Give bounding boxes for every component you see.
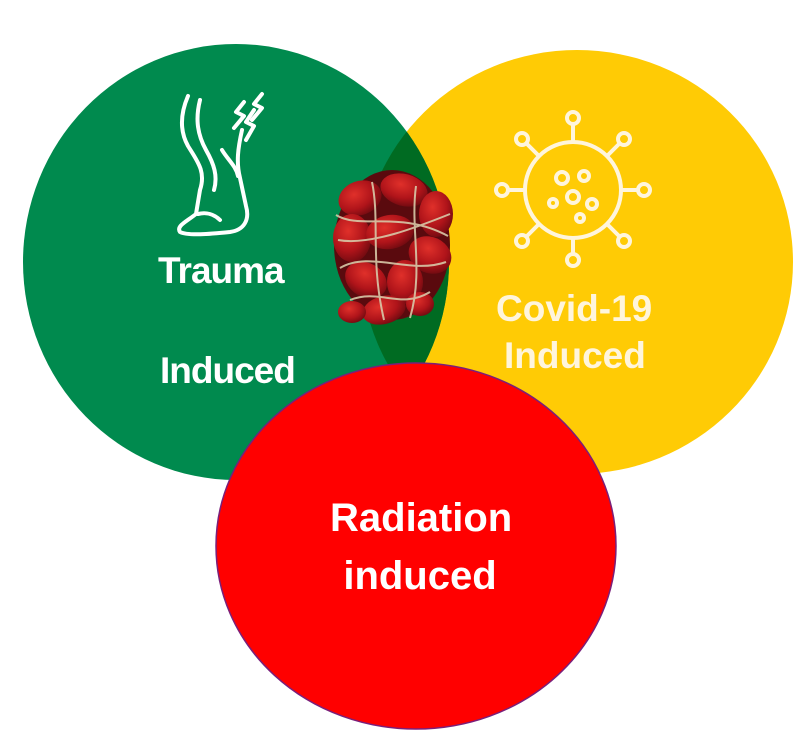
trauma-label-line1: Trauma (158, 252, 284, 289)
radiation-circle (216, 363, 616, 729)
radiation-label-line2: induced (335, 556, 505, 596)
trauma-label-line2: Induced (160, 352, 295, 389)
radiation-label-line1: Radiation (330, 498, 510, 538)
covid-label-line2: Induced (504, 337, 646, 374)
covid-label-line1: Covid-19 (496, 290, 652, 327)
